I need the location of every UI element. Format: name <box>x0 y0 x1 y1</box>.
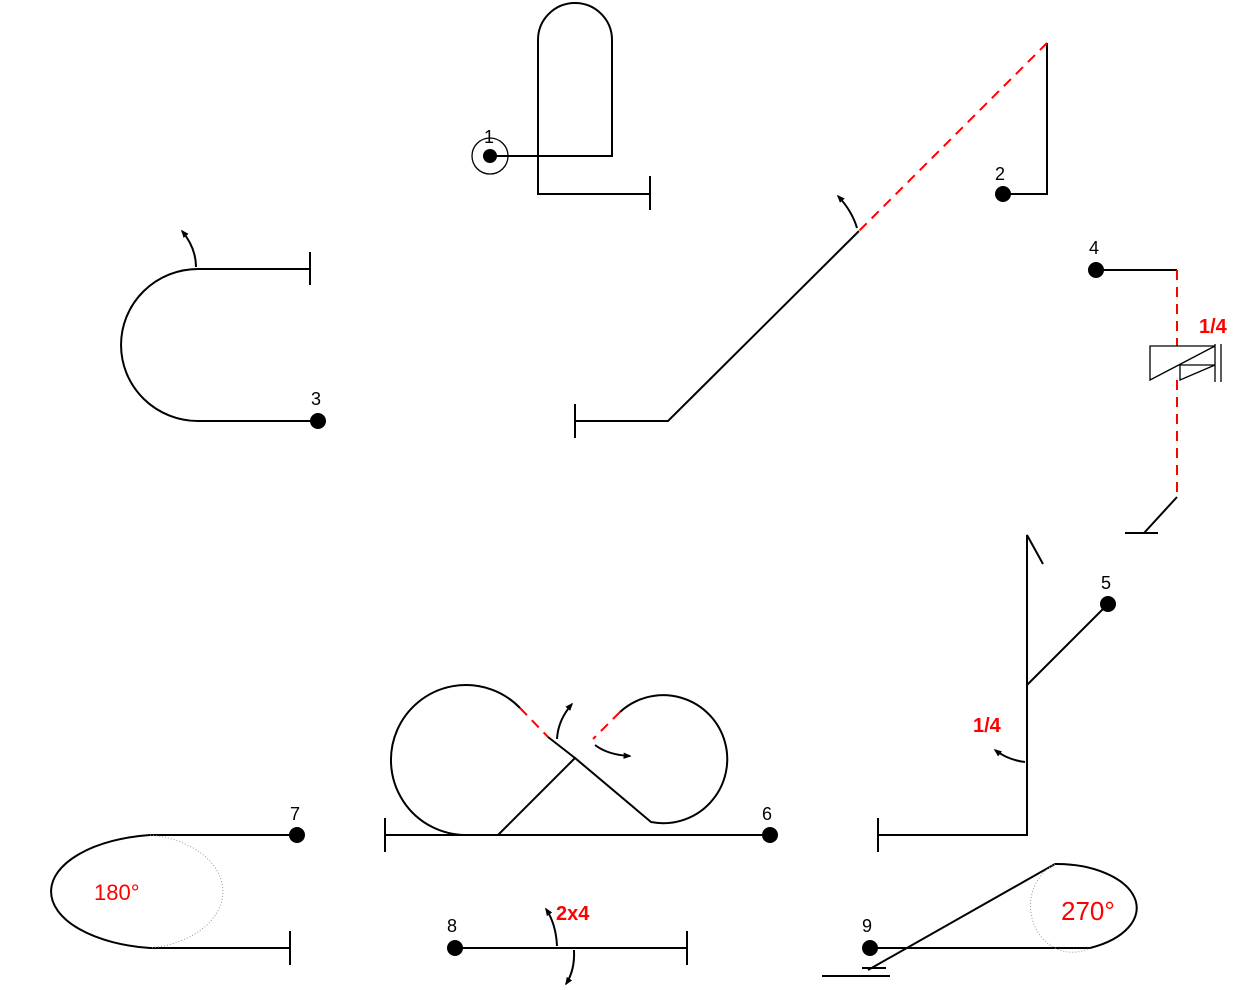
figure-7-path <box>50 834 297 949</box>
figure-4-roll-label: 1/4 <box>1199 316 1228 338</box>
figure-9-path <box>867 862 1138 971</box>
figure-8-roll-arrow-down <box>565 949 576 986</box>
figure-5-roll-arrow <box>993 749 1026 763</box>
figure-4-exit-line <box>1143 496 1178 534</box>
figure-7: 7 180° <box>50 804 305 965</box>
figure-6: 6 <box>384 684 778 852</box>
figure-1-path <box>490 2 650 195</box>
figure-6-right-roll-segment <box>592 711 621 740</box>
figure-6-roll-arrow-up <box>556 702 574 740</box>
figure-5-vertical <box>878 534 1044 836</box>
figure-7-dotted-arc <box>149 834 224 949</box>
figure-2-roll-segment <box>858 42 1048 232</box>
figure-2: 2 <box>574 42 1048 438</box>
figure-2-number: 2 <box>995 164 1005 184</box>
figure-3-roll-arrow <box>180 229 197 268</box>
figure-5-path <box>1026 603 1109 686</box>
figure-7-number: 7 <box>290 804 300 824</box>
figure-6-number: 6 <box>762 804 772 824</box>
figure-6-right-loop <box>497 694 729 836</box>
figure-5-roll-label: 1/4 <box>973 715 1002 737</box>
figure-6-roll-arrow-right <box>594 744 632 759</box>
figure-3-number: 3 <box>311 389 321 409</box>
figure-1: 1 <box>471 2 651 210</box>
figure-8-number: 8 <box>447 916 457 936</box>
figure-9: 9 270° <box>822 862 1138 977</box>
figure-9-rotation-label: 270° <box>1061 896 1115 926</box>
figure-6-crossover <box>547 736 576 759</box>
figure-8: 8 2x4 <box>447 903 688 986</box>
figure-4-snap-roll-symbol <box>1149 344 1222 382</box>
figure-6-left-loop <box>389 684 521 836</box>
figure-8-roll-arrow-up <box>545 907 558 947</box>
figure-9-number: 9 <box>862 916 872 936</box>
figure-4: 4 1/4 <box>1088 238 1228 534</box>
figure-8-roll-label: 2x4 <box>556 903 590 925</box>
figure-3: 3 <box>120 229 326 429</box>
figure-2-line <box>575 230 860 422</box>
figure-2-roll-arrow <box>836 194 858 229</box>
figure-7-rotation-label: 180° <box>94 880 140 905</box>
figure-2-path <box>1003 43 1048 195</box>
figure-6-left-roll-segment <box>519 707 549 738</box>
figure-1-number: 1 <box>484 127 494 147</box>
figure-5: 5 1/4 <box>877 534 1116 852</box>
figure-5-number: 5 <box>1101 573 1111 593</box>
figure-3-path <box>120 268 318 422</box>
figure-4-number: 4 <box>1089 238 1099 258</box>
